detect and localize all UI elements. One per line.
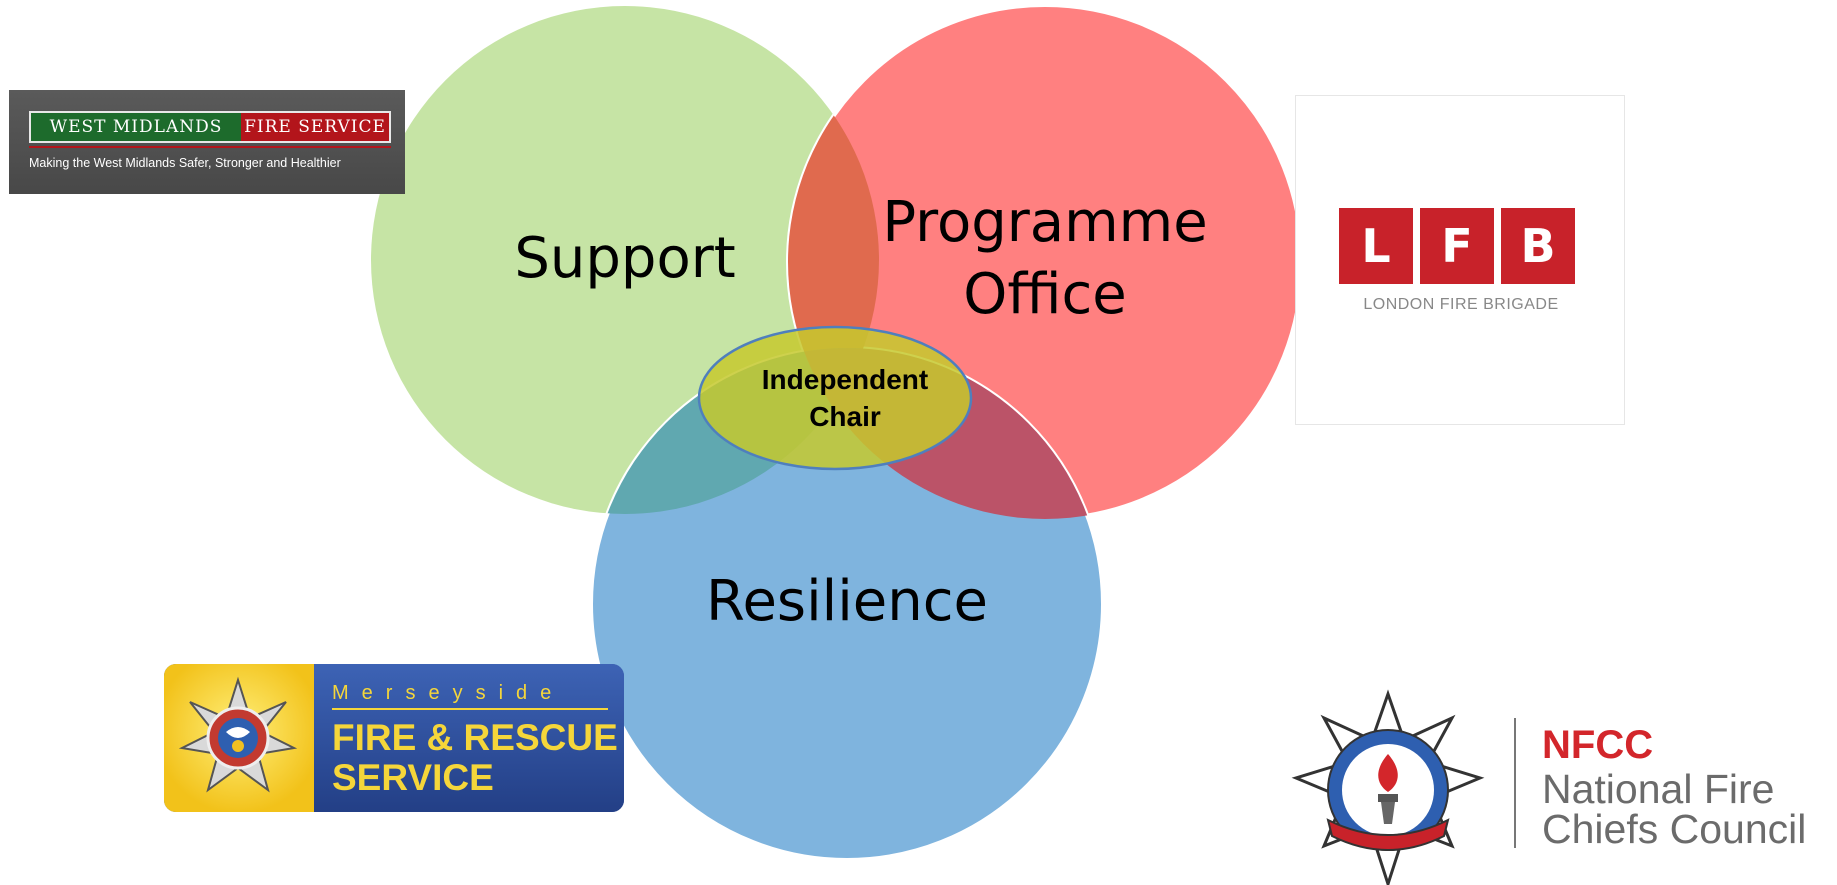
fire-badge-icon	[178, 676, 298, 793]
nfcc-line2: Chiefs Council	[1542, 806, 1807, 852]
mfrs-line2: FIRE & RESCUE	[332, 717, 618, 758]
mfrs-line3: SERVICE	[332, 757, 494, 798]
independent-chair-label-line1: Independent	[762, 364, 928, 395]
fire-badge-torch-icon	[1291, 689, 1485, 885]
programme-office-label-line2: Office	[963, 262, 1126, 327]
mfrs-divider	[332, 708, 608, 710]
lfb-letter-boxes: L F B	[1339, 208, 1575, 284]
mfrs-blue-panel	[314, 664, 624, 812]
merseyside-fire-rescue-logo: Merseyside FIRE & RESCUE SERVICE	[164, 664, 624, 812]
independent-chair-ellipse	[697, 325, 973, 471]
west-midlands-fire-service-logo: WEST MIDLANDS FIRE SERVICE Making the We…	[9, 90, 405, 194]
wmfs-rule	[29, 146, 391, 148]
support-label: Support	[514, 226, 735, 291]
lfb-letter-l: L	[1339, 208, 1413, 284]
lfb-letter-b: B	[1501, 208, 1575, 284]
independent-chair-label-line2: Chair	[809, 401, 881, 432]
wmfs-tagline: Making the West Midlands Safer, Stronger…	[29, 156, 341, 170]
nfcc-abbr: NFCC	[1542, 723, 1654, 767]
programme-office-label-line1: Programme	[882, 190, 1207, 255]
wmfs-name-bar: WEST MIDLANDS FIRE SERVICE	[29, 111, 391, 143]
nfcc-divider	[1514, 718, 1516, 848]
wmfs-name-part2: FIRE SERVICE	[241, 113, 389, 141]
support-resilience-overlap	[591, 348, 879, 514]
nfcc-logo: NFCC National Fire Chiefs Council	[1290, 688, 1830, 885]
lfb-subtitle: LONDON FIRE BRIGADE	[1363, 296, 1559, 313]
lfb-letter-f: F	[1420, 208, 1494, 284]
nfcc-line1: National Fire	[1542, 766, 1775, 812]
resilience-label: Resilience	[706, 569, 988, 634]
wmfs-name-part1: WEST MIDLANDS	[31, 113, 241, 141]
london-fire-brigade-logo: L F B LONDON FIRE BRIGADE	[1295, 95, 1625, 425]
mfrs-line1: Merseyside	[332, 682, 565, 704]
programme-resilience-overlap	[788, 348, 1103, 519]
